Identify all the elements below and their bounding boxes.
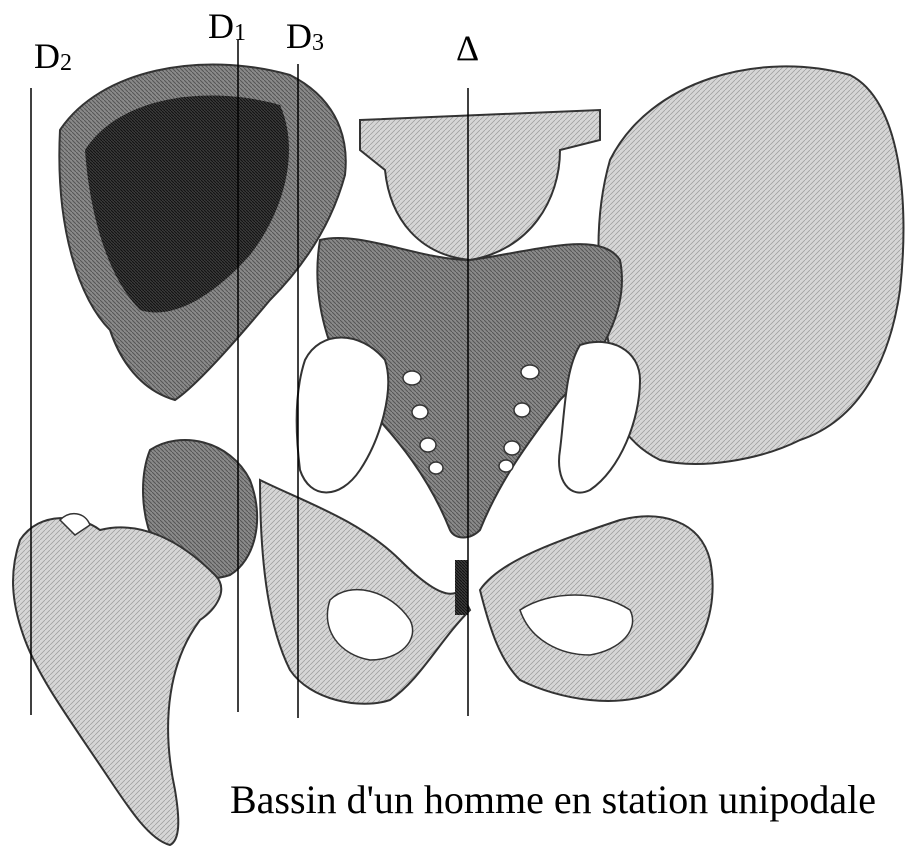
left-ilium xyxy=(59,64,345,400)
femur xyxy=(13,440,257,845)
figure-caption: Bassin d'un homme en station unipodale xyxy=(230,776,908,823)
right-ilium xyxy=(598,66,903,464)
label-d3: D3 xyxy=(286,18,324,55)
label-d1: D1 xyxy=(208,8,246,45)
label-d2: D2 xyxy=(34,38,72,75)
label-delta: Δ xyxy=(456,30,479,67)
